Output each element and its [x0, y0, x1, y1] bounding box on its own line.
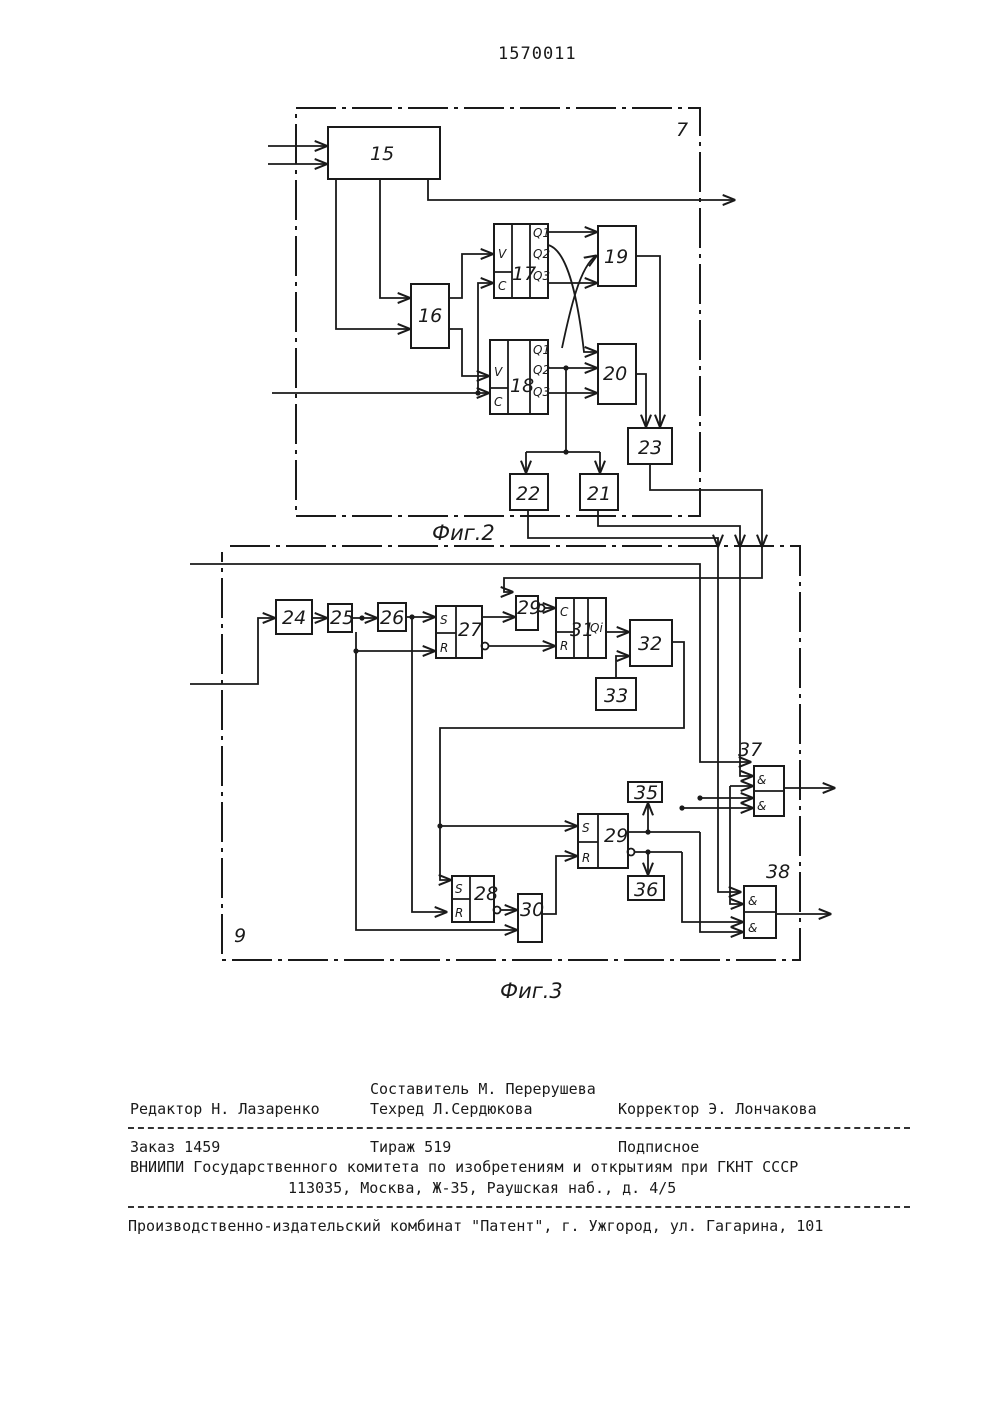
- block-20-label: 20: [603, 363, 627, 385]
- block-37-label: 37: [738, 739, 762, 761]
- circulation: Тираж 519: [370, 1138, 451, 1156]
- divider-1: [128, 1127, 910, 1129]
- block-33-label: 32: [638, 633, 662, 655]
- pin-17-q1: Q1: [533, 226, 550, 240]
- frame-label-7: 7: [676, 119, 688, 141]
- block-26-label: 26: [380, 607, 404, 629]
- compiler: Составитель М. Перерушева: [370, 1080, 596, 1098]
- circuit-diagrams: 7 15 16 V C 17 Q1 Q2 Q3 V C 18 Q1: [0, 0, 1000, 1020]
- divider-2: [128, 1206, 910, 1208]
- block-35-label: 35: [634, 782, 658, 804]
- block-15-label: 15: [370, 143, 394, 165]
- pin-29-r: R: [582, 851, 590, 865]
- figure-2: 7 15 16 V C 17 Q1 Q2 Q3 V C 18 Q1: [268, 108, 734, 545]
- gate-38-and-1: &: [748, 894, 757, 908]
- publisher-org: ВНИИПИ Государственного комитета по изоб…: [130, 1158, 798, 1176]
- printing-plant: Производственно-издательский комбинат "П…: [128, 1217, 823, 1235]
- pin-32-q: Qi: [590, 621, 603, 635]
- pin-28-s: S: [455, 882, 463, 896]
- techred: Техред Л.Сердюкова: [370, 1100, 533, 1118]
- block-23-label: 23: [638, 437, 662, 459]
- figure-3-caption: Фиг.3: [500, 979, 563, 1003]
- frame-label-9: 9: [234, 925, 246, 947]
- block-25-label: 25: [330, 607, 354, 629]
- figure-3: 9 24 25 26 S R 27 29: [190, 546, 834, 1003]
- pin-32-c: C: [560, 605, 569, 619]
- block-27-label: 27: [458, 619, 482, 641]
- pin-18-q3: Q3: [533, 385, 550, 399]
- pin-18-q1: Q1: [533, 343, 550, 357]
- block-22-label: 22: [516, 483, 540, 505]
- block-36-label: 36: [634, 879, 658, 901]
- pin-27-s: S: [440, 613, 448, 627]
- block-18-label: 18: [510, 375, 534, 397]
- pin-17-q3: Q3: [533, 269, 550, 283]
- block-24-label: 24: [282, 607, 306, 629]
- block-38-label: 38: [766, 861, 790, 883]
- editor: Редактор Н. Лазаренко: [130, 1100, 320, 1118]
- block-31-label: 30: [520, 899, 544, 921]
- pin-27-r: R: [440, 641, 448, 655]
- pin-29-s: S: [582, 821, 590, 835]
- block-29-label: 29: [604, 825, 628, 847]
- pin-17-c: C: [498, 279, 507, 293]
- figure-2-caption: Фиг.2: [432, 521, 495, 545]
- pin-18-q2: Q2: [533, 363, 550, 377]
- gate-37-and-1: &: [757, 773, 766, 787]
- block-34-label: 33: [604, 685, 628, 707]
- pin-18-c: C: [494, 395, 503, 409]
- pin-28-r: R: [455, 906, 463, 920]
- block-21-label: 21: [587, 483, 611, 505]
- block-28-label: 28: [474, 883, 498, 905]
- pin-32-r: R: [560, 639, 568, 653]
- subscription: Подписное: [618, 1138, 699, 1156]
- pin-18-v: V: [494, 365, 503, 379]
- gate-37-and-2: &: [757, 799, 766, 813]
- corrector: Корректор Э. Лончакова: [618, 1100, 817, 1118]
- unit-9-frame: [222, 546, 800, 960]
- pin-17-v: V: [498, 247, 507, 261]
- publisher-address: 113035, Москва, Ж-35, Раушская наб., д. …: [288, 1179, 676, 1197]
- block-19-label: 19: [604, 246, 628, 268]
- pin-17-q2: Q2: [533, 247, 550, 261]
- gate-38-and-2: &: [748, 921, 757, 935]
- order: Заказ 1459: [130, 1138, 220, 1156]
- block-16-label: 16: [418, 305, 442, 327]
